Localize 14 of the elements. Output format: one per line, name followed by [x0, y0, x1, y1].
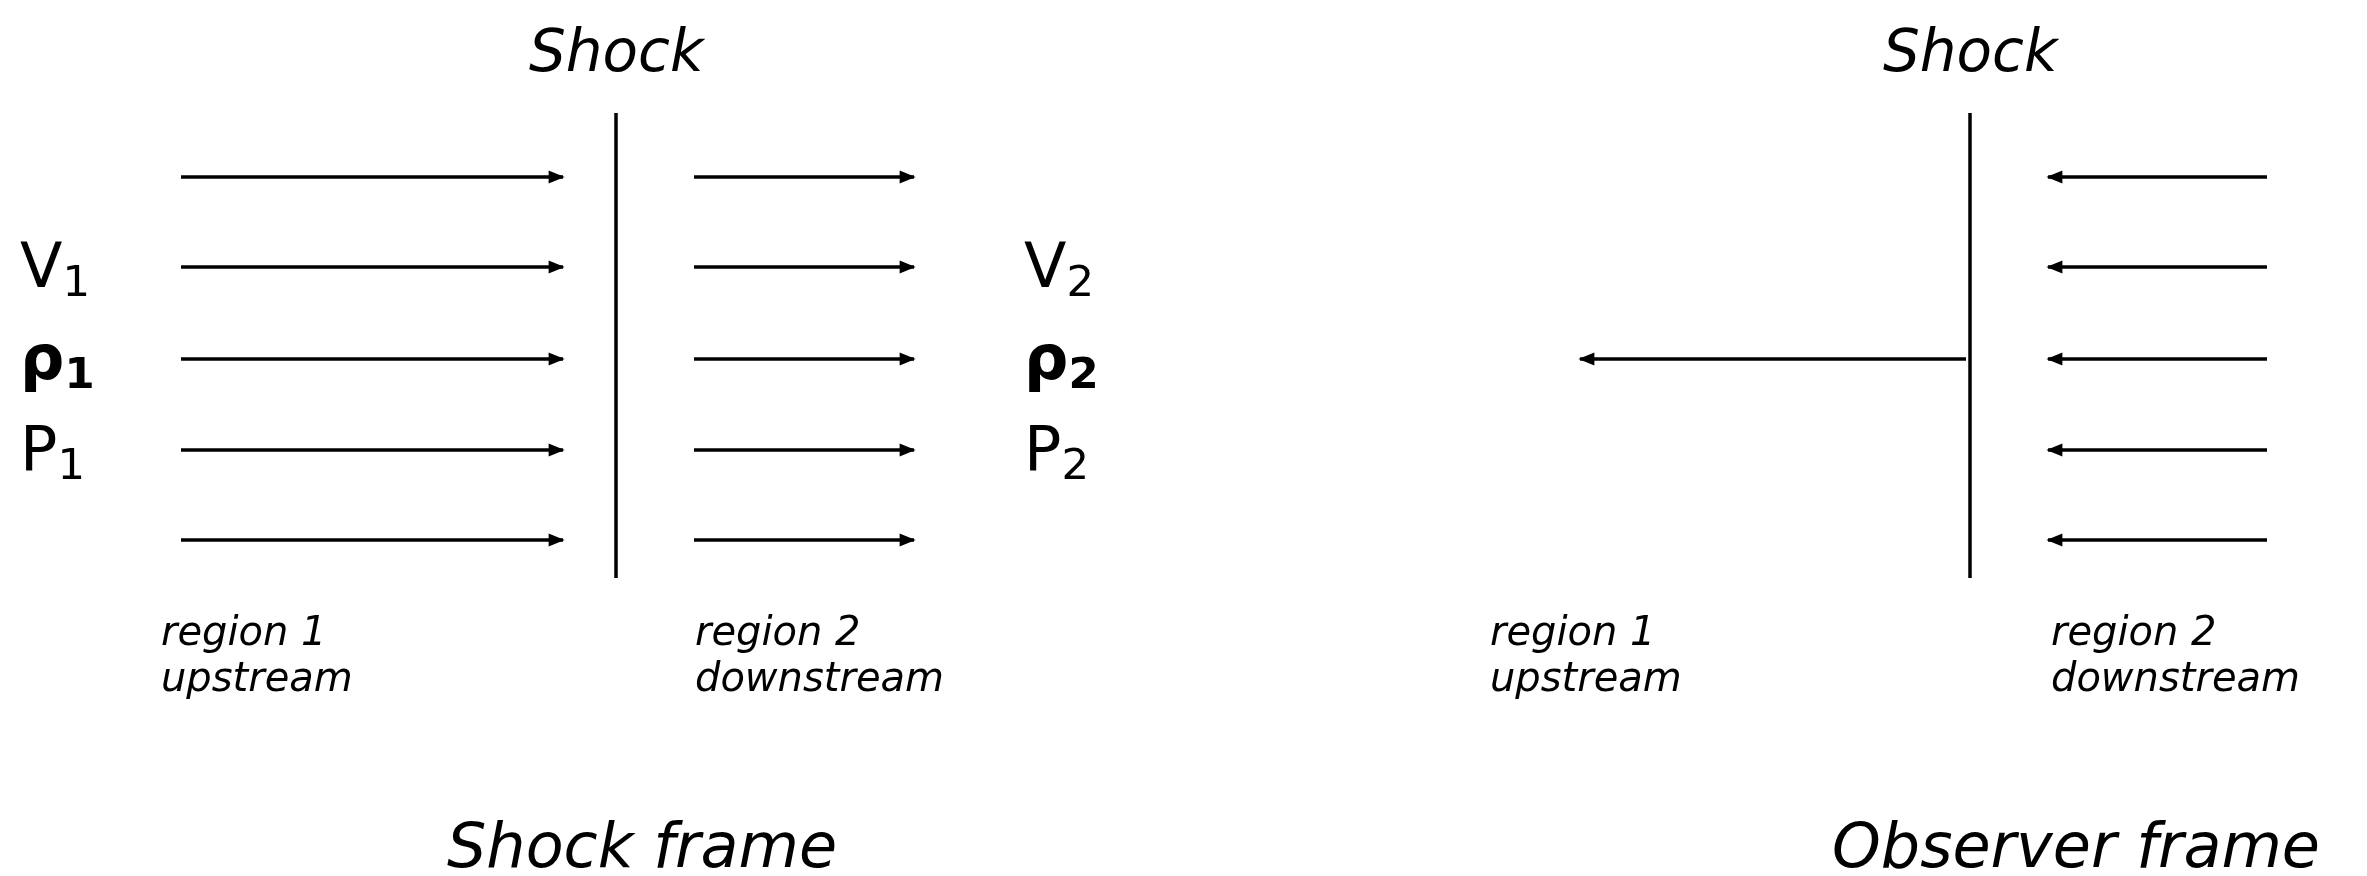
- velocity-label: V$_{1}$: [20, 230, 91, 307]
- region-label: region 1 upstream: [161, 608, 354, 700]
- frame-caption: Shock frame: [447, 810, 838, 876]
- pressure-label: P$_{1}$: [20, 413, 85, 490]
- region-label: region 2 downstream: [695, 608, 945, 700]
- frame-caption: Observer frame: [1832, 810, 2320, 876]
- region-label: region 2 downstream: [2051, 608, 2301, 700]
- shock-label: Shock: [1883, 18, 2058, 85]
- pressure-label: P$_{2}$: [1024, 413, 1089, 490]
- shock-label: Shock: [529, 18, 704, 85]
- region-label: region 1 upstream: [1490, 608, 1683, 700]
- density-label: ρ$_{1}$: [20, 322, 95, 399]
- velocity-label: V$_{2}$: [1024, 230, 1095, 307]
- density-label: ρ$_{2}$: [1024, 322, 1099, 399]
